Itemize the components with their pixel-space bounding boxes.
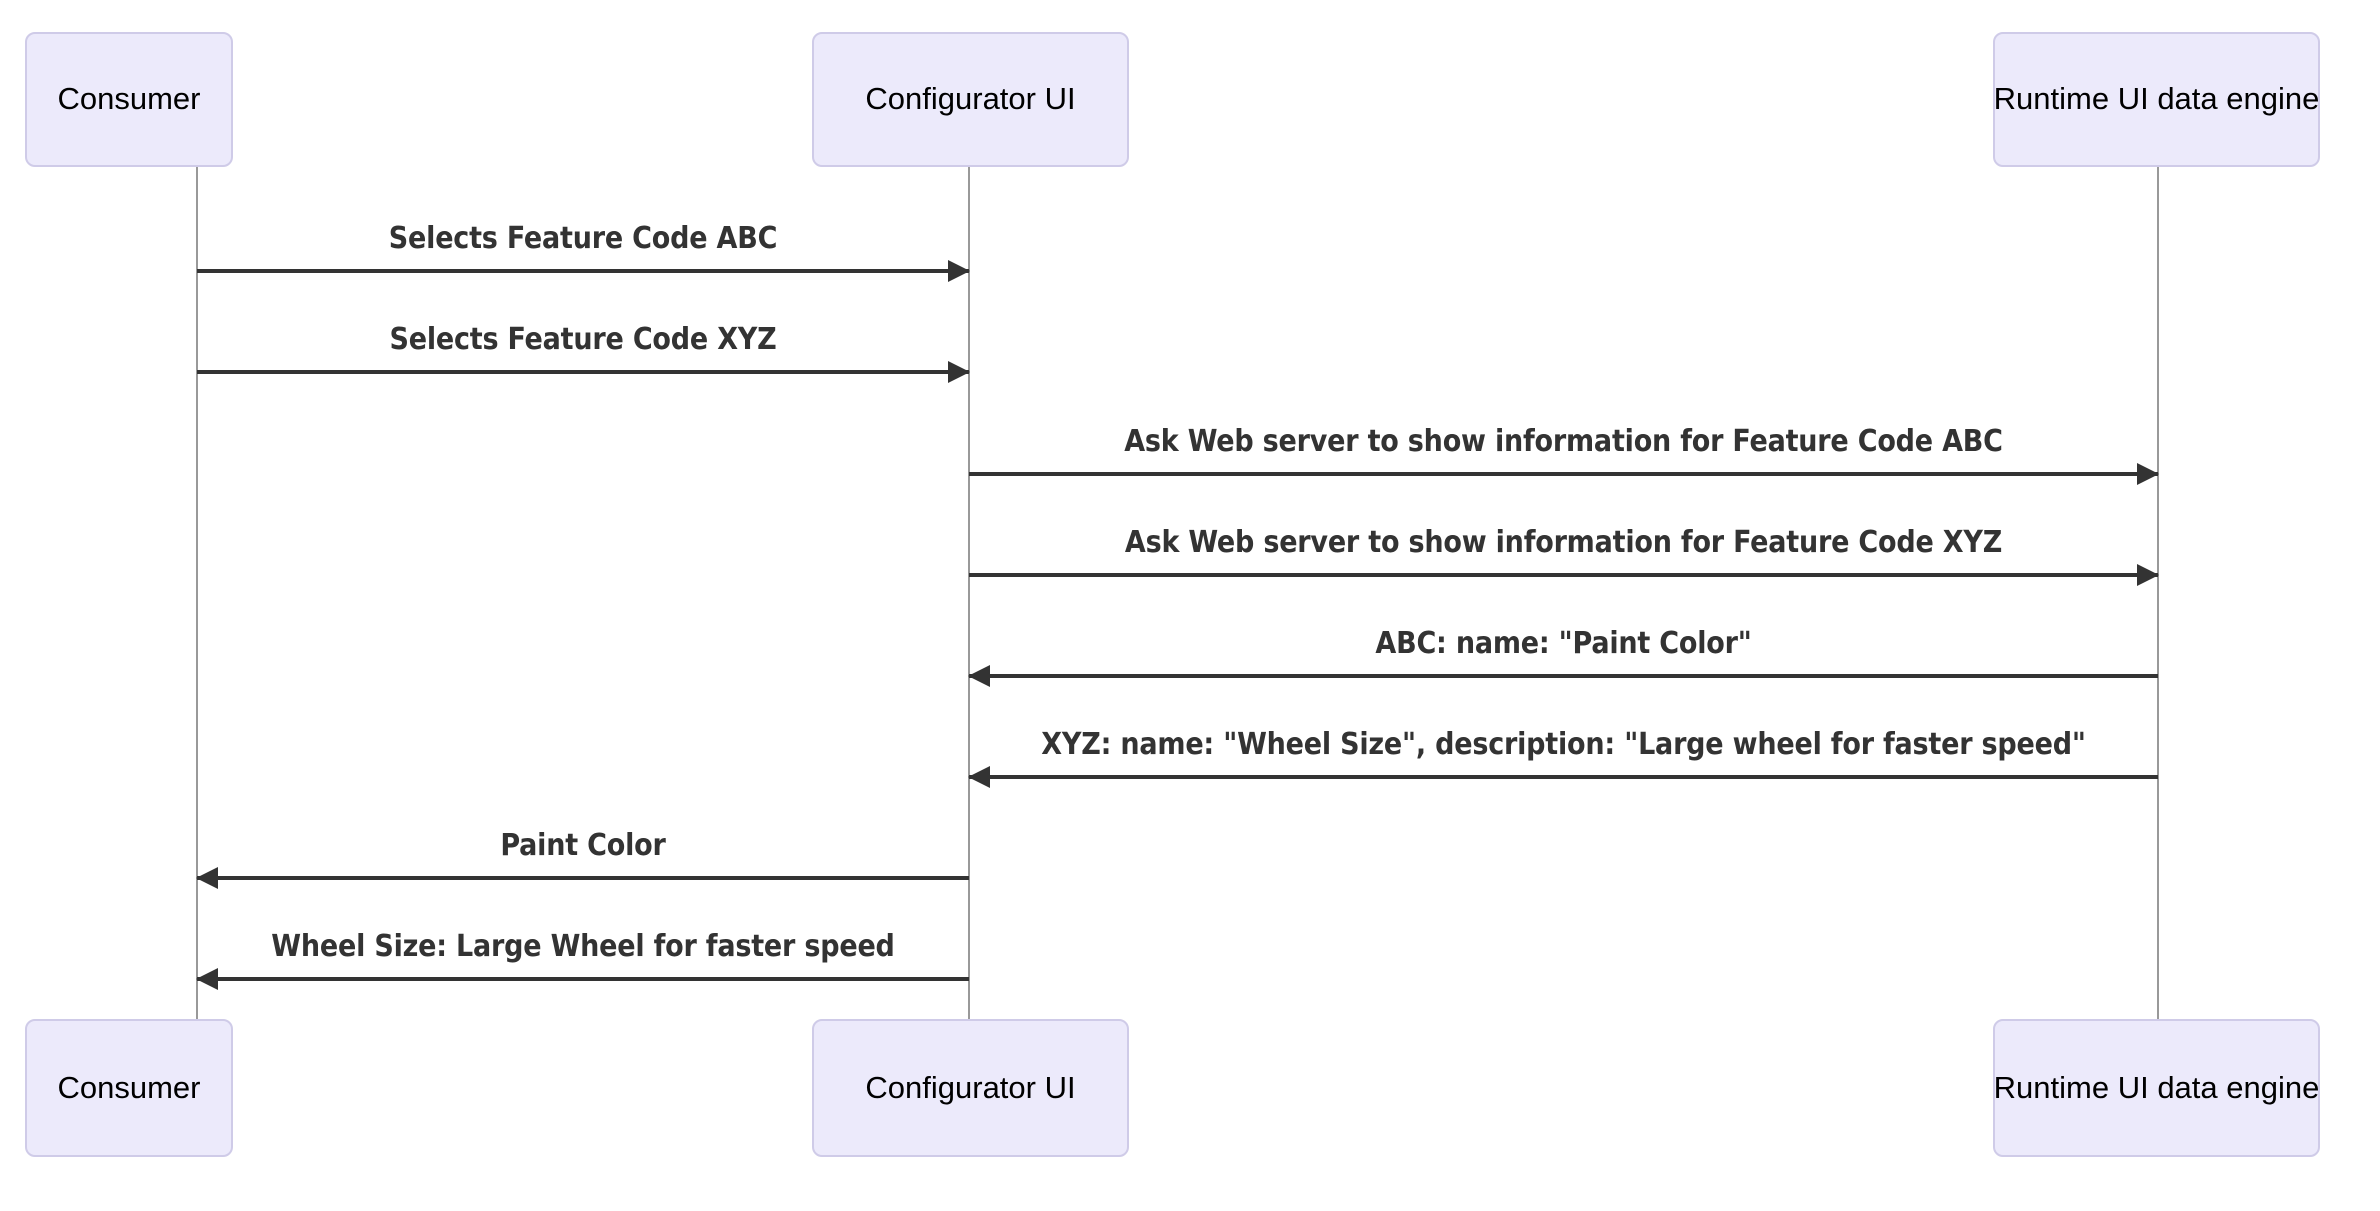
participant-box-bottom-runtime-ui-data-engine[interactable]: Runtime UI data engine [1993, 1019, 2320, 1157]
participant-label-runtime-ui-data-engine: Runtime UI data engine [1993, 81, 2320, 117]
message-label: Ask Web server to show information for F… [1124, 525, 2003, 560]
arrowhead-icon [968, 766, 990, 788]
message-line [197, 977, 969, 981]
participant-box-top-runtime-ui-data-engine[interactable]: Runtime UI data engine [1993, 32, 2320, 167]
message-label: Wheel Size: Large Wheel for faster speed [271, 929, 895, 964]
message-line [969, 674, 2158, 678]
participant-label-configurator-ui-bottom: Configurator UI [865, 1069, 1076, 1105]
lifeline-runtime-ui-data-engine [2157, 167, 2159, 1019]
message-line [969, 573, 2158, 577]
message-label: XYZ: name: "Wheel Size", description: "L… [1041, 727, 2086, 762]
participant-label-consumer-bottom: Consumer [57, 1069, 201, 1105]
message-label: Selects Feature Code XYZ [389, 322, 777, 357]
message-line [197, 370, 969, 374]
arrowhead-icon [948, 260, 970, 282]
message-line [969, 775, 2158, 779]
participant-box-bottom-consumer[interactable]: Consumer [25, 1019, 233, 1157]
message-line [197, 269, 969, 273]
arrowhead-icon [968, 665, 990, 687]
arrowhead-icon [196, 968, 218, 990]
message-line [969, 472, 2158, 476]
message-label: Ask Web server to show information for F… [1124, 424, 2003, 459]
participant-label-runtime-ui-data-engine-bottom: Runtime UI data engine [1993, 1069, 2320, 1105]
message-line [197, 876, 969, 880]
lifeline-configurator-ui [968, 167, 970, 1019]
arrowhead-icon [2137, 564, 2159, 586]
lifeline-consumer [196, 167, 198, 1019]
arrowhead-icon [196, 867, 218, 889]
participant-box-bottom-configurator-ui[interactable]: Configurator UI [812, 1019, 1129, 1157]
participant-label-consumer: Consumer [57, 81, 201, 117]
arrowhead-icon [2137, 463, 2159, 485]
message-label: Selects Feature Code ABC [388, 221, 778, 256]
message-label: Paint Color [500, 828, 666, 863]
arrowhead-icon [948, 361, 970, 383]
participant-box-top-configurator-ui[interactable]: Configurator UI [812, 32, 1129, 167]
participant-box-top-consumer[interactable]: Consumer [25, 32, 233, 167]
message-label: ABC: name: "Paint Color" [1375, 626, 1752, 661]
participant-label-configurator-ui: Configurator UI [865, 81, 1076, 117]
